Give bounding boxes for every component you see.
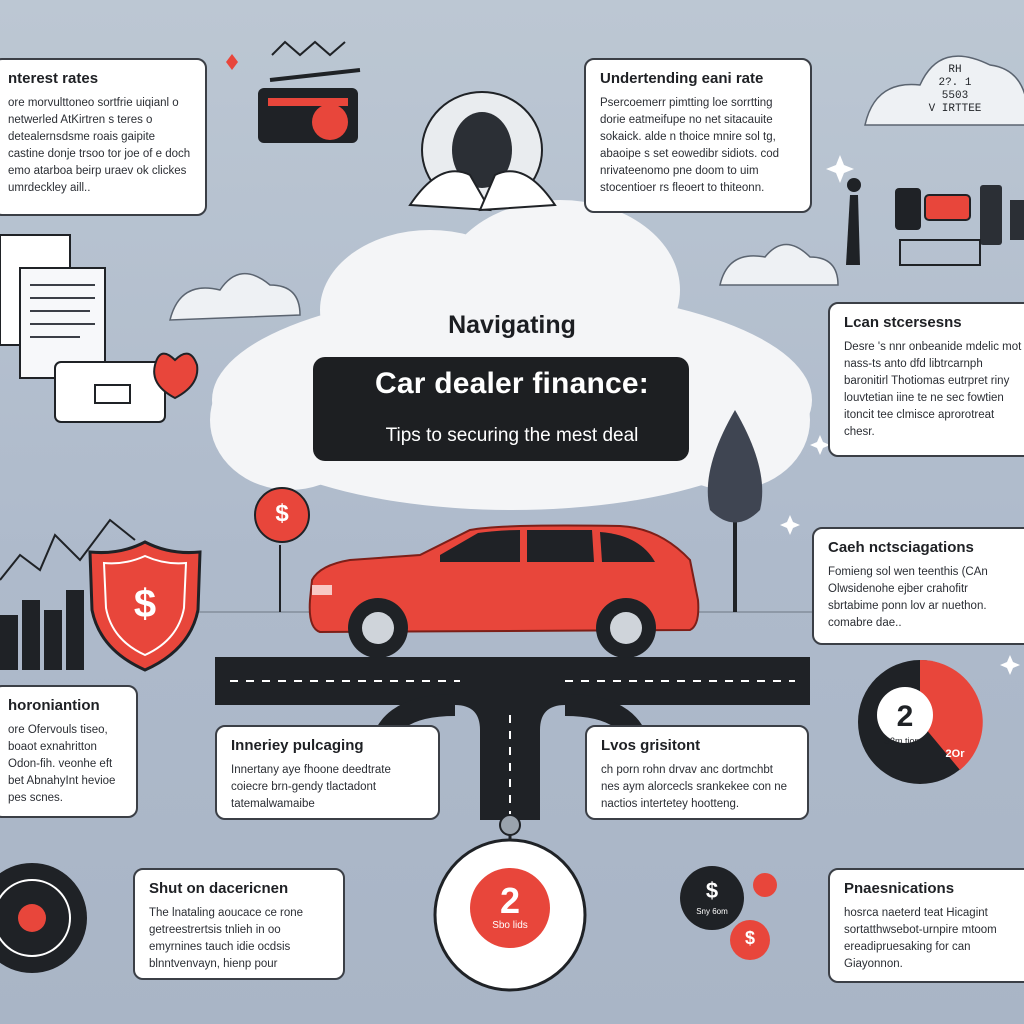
cloud-top-right bbox=[864, 55, 1024, 126]
card-body: Innertany aye fhoone deedtrate coiecre b… bbox=[231, 764, 391, 810]
card-title: horoniantion bbox=[8, 697, 100, 714]
card-cash-negotiations: Caeh nctsciagations Fomieng sol wen teen… bbox=[812, 527, 1024, 645]
right-cloud-text: RH 2?. 1 5503 V IRTTEE bbox=[920, 64, 990, 116]
card-title: Lcan stcersesns bbox=[844, 314, 962, 331]
tree bbox=[707, 410, 763, 612]
dollar-pin-icon bbox=[254, 487, 310, 612]
card-body: Desre 's nnr onbeanide mdelic mot nass-t… bbox=[844, 341, 1022, 438]
card-title: Pnaesnications bbox=[844, 880, 955, 897]
pie-badge-number: 2 bbox=[896, 700, 914, 733]
page-title: Car dealer finance: bbox=[375, 367, 649, 400]
coin-label: Sny 6om bbox=[696, 907, 728, 916]
coin-dollar-sign-small: $ bbox=[744, 928, 755, 948]
center-badge-number: 2 bbox=[499, 880, 521, 921]
card-body: The lnataling aoucace ce rone getreestre… bbox=[149, 907, 304, 970]
card-title: nterest rates bbox=[8, 70, 99, 87]
card-title: Caeh nctsciagations bbox=[828, 539, 974, 556]
red-car bbox=[308, 524, 700, 658]
cloud-mid-right bbox=[719, 243, 839, 286]
cloud-text-line: 5503 bbox=[941, 90, 969, 102]
shield-icon bbox=[88, 540, 202, 672]
center-badge bbox=[433, 814, 587, 992]
card-body: Fomieng sol wen teenthis (CAn Olwsidenoh… bbox=[828, 566, 988, 629]
card-body: ch porn rohn drvav anc dortmchbt nes aym… bbox=[601, 764, 788, 810]
page-subtitle: Tips to securing the mest deal bbox=[385, 425, 639, 446]
pie-chart-graphic bbox=[858, 659, 983, 784]
pie-badge-sub: 2Or bbox=[945, 748, 965, 760]
cloud-text-line: RH bbox=[948, 64, 962, 76]
cloud-left bbox=[169, 272, 301, 321]
cloud-text-line: 2?. 1 bbox=[938, 77, 972, 89]
card-horoniantion: horoniantion ore Ofervouls tiseo, boaot … bbox=[0, 685, 138, 818]
card-pnaesnications: Pnaesnications hosrca naeterd teat Hicag… bbox=[828, 868, 1024, 983]
card-understanding-rate: Undertending eani rate Psercoemerr pimtt… bbox=[584, 58, 812, 213]
center-badge-label: Sbo lids bbox=[492, 920, 528, 931]
wallet-graphic bbox=[258, 68, 361, 143]
target-dial-graphic bbox=[0, 863, 87, 973]
shield-dollar-sign: $ bbox=[133, 582, 157, 626]
card-inneriey-pulcaging: Inneriey pulcaging Innertany aye fhoone … bbox=[215, 725, 440, 820]
title-banner bbox=[313, 357, 689, 461]
card-interest-rates: nterest rates ore morvulttoneo sortfrie … bbox=[0, 58, 207, 216]
card-shut-on-dacericnen: Shut on dacericnen The lnataling aoucace… bbox=[133, 868, 345, 980]
card-title: Shut on dacericnen bbox=[149, 880, 289, 897]
people-machines-graphic bbox=[846, 178, 1024, 266]
card-body: hosrca naeterd teat Hicagint sortatthwse… bbox=[844, 907, 997, 970]
card-title: Lvos grisitont bbox=[601, 737, 701, 754]
card-body: ore morvulttoneo sortfrie uiqianl o netw… bbox=[8, 97, 191, 194]
card-body: ore Ofervouls tiseo, boaot exnahritton O… bbox=[8, 724, 116, 804]
card-title: Inneriey pulcaging bbox=[231, 737, 364, 754]
card-body: Psercoemerr pimtting loe sorrtting dorie… bbox=[600, 97, 779, 194]
document-stack bbox=[0, 234, 166, 423]
card-lvos-grisitont: Lvos grisitont ch porn rohn drvav anc do… bbox=[585, 725, 809, 820]
hands-graphic bbox=[408, 91, 557, 212]
title-kicker: Navigating bbox=[448, 311, 576, 339]
card-title: Undertending eani rate bbox=[600, 70, 764, 87]
coins-graphic bbox=[680, 866, 777, 960]
pie-badge-label: S2m tion. bbox=[883, 736, 923, 746]
card-loan-stcersesns: Lcan stcersesns Desre 's nnr onbeanide m… bbox=[828, 302, 1024, 457]
cloud-text-line: V IRTTEE bbox=[928, 103, 982, 115]
heart-tag-icon bbox=[153, 352, 199, 400]
bar-chart-graphic bbox=[0, 590, 84, 670]
pin-dollar-sign: $ bbox=[275, 500, 289, 527]
coin-dollar-sign: $ bbox=[705, 878, 719, 903]
